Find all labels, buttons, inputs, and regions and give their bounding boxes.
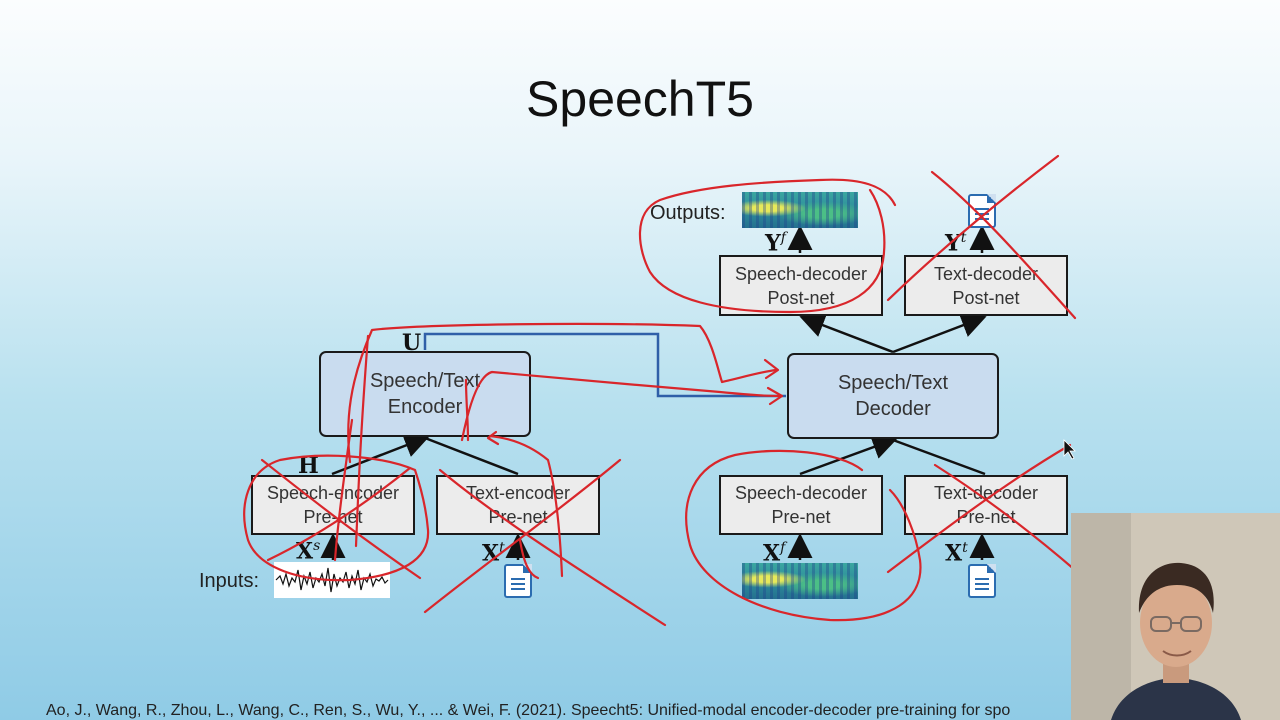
document-icon-output — [968, 194, 996, 228]
citation-text: Ao, J., Wang, R., Zhou, L., Wang, C., Re… — [46, 702, 1011, 719]
slide-title: SpeechT5 — [526, 71, 754, 127]
outputs-label: Outputs: — [650, 202, 726, 224]
spectrogram-input-image — [742, 563, 858, 599]
symbol-yf: Yf — [765, 230, 786, 257]
symbol-xf-decoder: Xf — [763, 540, 786, 567]
symbol-xt-encoder: Xt — [482, 540, 505, 567]
symbol-h: H — [298, 453, 319, 479]
symbol-xt-decoder: Xt — [945, 540, 968, 567]
spectrogram-output-image — [742, 192, 858, 228]
symbol-u: U — [402, 330, 422, 356]
inputs-label: Inputs: — [199, 570, 260, 592]
symbol-xs: Xs — [296, 538, 321, 565]
presenter-webcam — [1071, 513, 1280, 720]
document-icon-decoder-input — [968, 564, 996, 598]
